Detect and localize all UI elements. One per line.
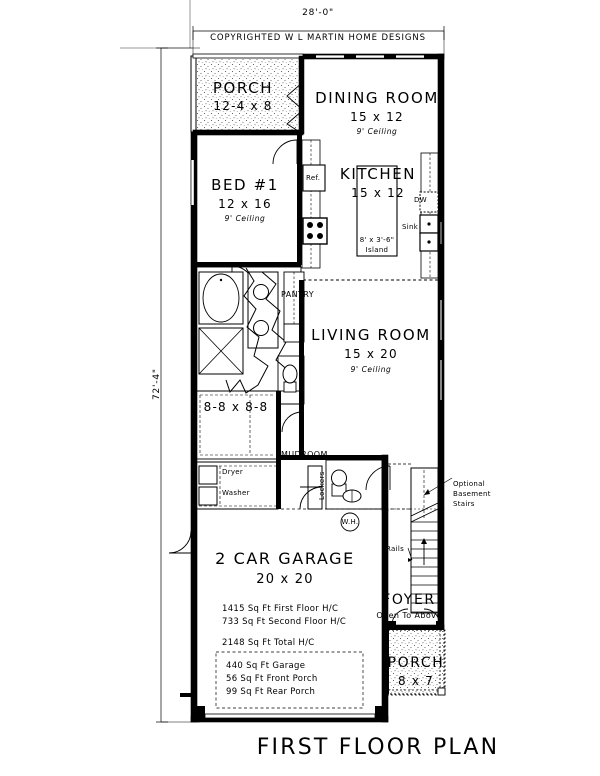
dimension-lines (120, 0, 445, 723)
room-ceiling-dining: 9' Ceiling (356, 127, 398, 136)
powder-room-area (277, 355, 305, 433)
page-title: FIRST FLOOR PLAN (256, 735, 500, 760)
room-label-dining: DINING ROOM (315, 89, 439, 107)
island-dimension-label: 8' x 3'-6" (359, 236, 395, 244)
room-label-porch-front: PORCH (212, 79, 274, 97)
foyer-entry-doors (388, 608, 444, 629)
room-dim-bed1: 12 x 16 (218, 197, 272, 211)
room-label-kitchen: KITCHEN (339, 165, 417, 183)
room-ceiling-bed1: 9' Ceiling (224, 214, 266, 223)
copyright-label: COPYRIGHTED W L MARTIN HOME DESIGNS (210, 33, 426, 43)
dining-room-area (286, 54, 424, 135)
room-label-garage: 2 CAR GARAGE (215, 549, 355, 568)
porch-rear-area (385, 629, 446, 696)
garage-area (168, 530, 388, 722)
laundry-area (195, 461, 279, 510)
rails-label: Rails (386, 545, 405, 553)
dimension-left-label: 72'-4" (152, 368, 162, 400)
room-label-living: LIVING ROOM (311, 326, 431, 344)
area-first-floor: 1415 Sq Ft First Floor H/C (222, 604, 339, 614)
room-dim-living: 15 x 20 (344, 347, 398, 361)
area-total: 2148 Sq Ft Total H/C (222, 638, 315, 648)
kitchen-area (301, 139, 442, 281)
refrigerator-label: Ref. (306, 174, 321, 182)
area-front-porch: 56 Sq Ft Front Porch (226, 674, 318, 684)
room-label-porch-rear: PORCH (387, 655, 445, 671)
area-rear-porch: 99 Sq Ft Rear Porch (226, 687, 316, 697)
room-dim-porch-front: 12-4 x 8 (213, 99, 273, 113)
island-label: Island (365, 246, 389, 254)
lockers-label: Lockers (318, 471, 326, 500)
room-label-foyer: FOYER (382, 592, 436, 608)
wall-jog (180, 693, 191, 697)
optional-basement-stairs-label: Optional Basement Stairs (453, 480, 491, 508)
room-dim-kitchen: 15 x 12 (351, 186, 405, 200)
pantry-label: PANTRY (281, 290, 314, 299)
room-dim-garage: 20 x 20 (256, 572, 314, 587)
dimension-top-label: 28'-0" (302, 8, 334, 18)
master-closet-dimension-label: 8-8 x 8-8 (203, 400, 269, 414)
foyer-note: Open To Above (376, 611, 442, 620)
room-ceiling-living: 9' Ceiling (350, 365, 392, 374)
room-dim-porch-rear: 8 x 7 (398, 674, 434, 688)
room-label-bed1: BED #1 (211, 176, 279, 194)
area-second-floor: 733 Sq Ft Second Floor H/C (222, 617, 347, 627)
master-bath-area (195, 266, 302, 394)
room-dim-dining: 15 x 12 (350, 110, 404, 124)
dishwasher-label: DW (414, 196, 427, 204)
mudroom-label: MUDROOM (281, 450, 328, 459)
washer-label: Washer (222, 489, 250, 497)
stairs-area (346, 463, 453, 614)
dryer-label: Dryer (222, 468, 244, 476)
sink-label: Sink (402, 223, 419, 231)
water-heater-label: W.H. (341, 518, 359, 526)
area-garage: 440 Sq Ft Garage (226, 661, 306, 671)
